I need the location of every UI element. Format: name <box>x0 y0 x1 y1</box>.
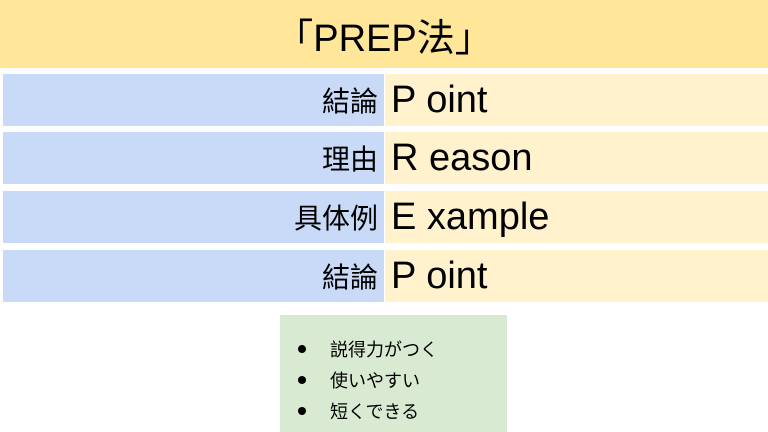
list-item: 短くできる <box>298 395 438 426</box>
bullet-icon <box>298 375 306 384</box>
prep-row-point-final: 結論 P oint <box>3 250 768 302</box>
benefits-box: 説得力がつく 使いやすい 短くできる <box>280 315 507 432</box>
page-title: 「PREP法」 <box>0 0 768 68</box>
row-label-en: R eason <box>385 132 768 184</box>
prep-row-example: 具体例 E xample <box>3 191 768 243</box>
benefit-text: 説得力がつく <box>330 339 438 361</box>
row-label-ja: 理由 <box>3 132 384 184</box>
row-label-ja: 具体例 <box>3 191 384 243</box>
benefit-text: 使いやすい <box>330 370 420 392</box>
benefit-text: 短くできる <box>330 401 420 423</box>
bullet-icon <box>298 406 306 415</box>
row-label-en: E xample <box>385 191 768 243</box>
title-text: 「PREP法」 <box>275 17 493 60</box>
row-label-ja: 結論 <box>3 250 384 302</box>
row-label-en: P oint <box>385 74 768 126</box>
prep-row-point: 結論 P oint <box>3 74 768 126</box>
list-item: 使いやすい <box>298 364 438 395</box>
benefits-list: 説得力がつく 使いやすい 短くできる <box>298 333 438 426</box>
row-label-en: P oint <box>385 250 768 302</box>
bullet-icon <box>298 344 306 353</box>
list-item: 説得力がつく <box>298 333 438 364</box>
prep-row-reason: 理由 R eason <box>3 132 768 184</box>
row-label-ja: 結論 <box>3 74 384 126</box>
